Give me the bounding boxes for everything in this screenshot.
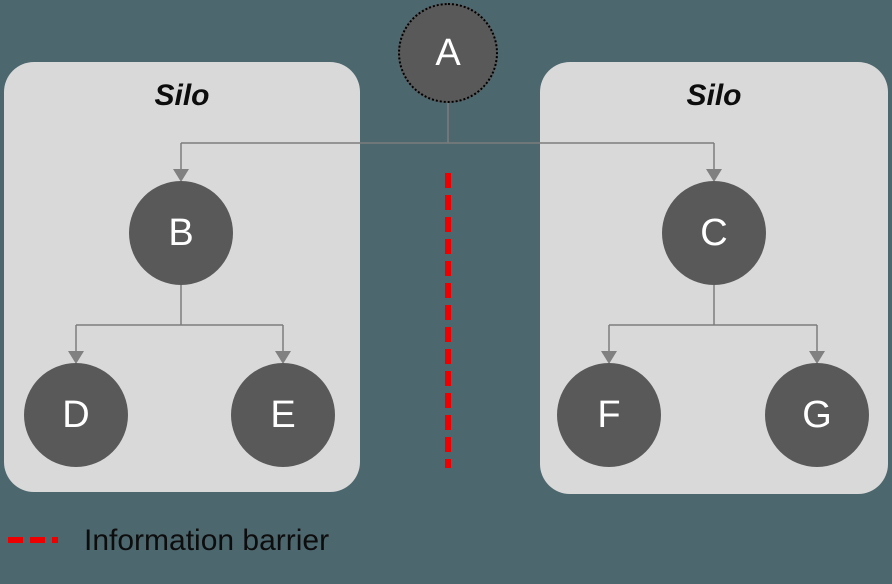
node-c: C — [662, 181, 766, 285]
silo-right-title: Silo — [686, 79, 742, 112]
node-f-label: F — [597, 393, 621, 436]
arrowhead-c-icon — [706, 169, 722, 182]
silo-left-title: Silo — [154, 79, 210, 112]
node-c-label: C — [700, 211, 728, 254]
arrowhead-d-icon — [68, 351, 84, 364]
node-a-label: A — [435, 31, 461, 74]
node-e: E — [231, 363, 335, 467]
node-d: D — [24, 363, 128, 467]
arrowhead-b-icon — [173, 169, 189, 182]
legend-label: Information barrier — [84, 524, 330, 557]
node-b-label: B — [168, 211, 194, 254]
arrowhead-e-icon — [275, 351, 291, 364]
arrowhead-g-icon — [809, 351, 825, 364]
node-g: G — [765, 363, 869, 467]
node-a: A — [398, 3, 498, 103]
node-f: F — [557, 363, 661, 467]
node-b: B — [129, 181, 233, 285]
arrowhead-f-icon — [601, 351, 617, 364]
node-g-label: G — [802, 393, 832, 436]
node-e-label: E — [270, 393, 296, 436]
node-d-label: D — [62, 393, 90, 436]
